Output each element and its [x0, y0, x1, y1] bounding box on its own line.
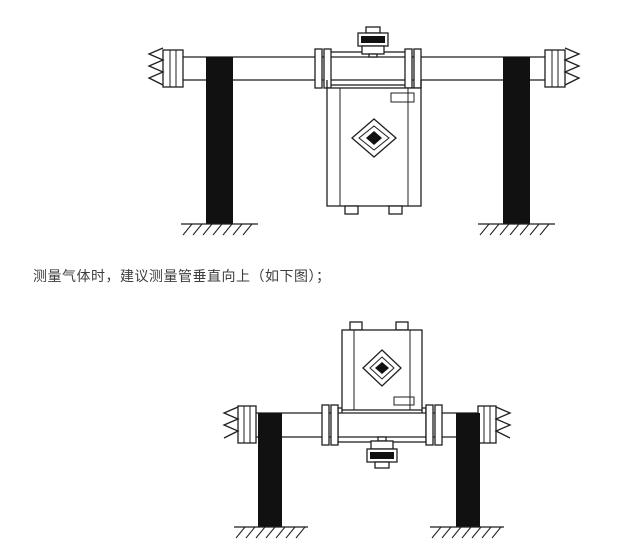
pipe	[183, 56, 545, 81]
pipe-break-symbol-left	[222, 406, 240, 439]
caption-text: 测量气体时，建议测量管垂直向上（如下图）；	[33, 269, 331, 285]
pipe-break-symbol-left	[147, 47, 165, 86]
flange-right	[404, 48, 422, 89]
flange-left	[314, 48, 332, 89]
transmitter-display	[361, 36, 385, 43]
support-column-left	[258, 413, 282, 527]
flange-right	[425, 404, 443, 446]
transmitter	[366, 436, 398, 469]
housing-foot-left	[344, 205, 359, 215]
ground-symbol-right	[478, 223, 555, 236]
nameplate	[390, 92, 415, 103]
support-column-left	[206, 57, 233, 224]
installation-diagram-tube-up	[222, 321, 512, 539]
ground-symbol-right	[430, 526, 504, 539]
pipe	[256, 412, 478, 438]
housing-foot-right	[388, 205, 403, 215]
support-column-right	[456, 413, 480, 527]
coupling-left	[162, 49, 184, 88]
sensor-housing	[341, 321, 423, 413]
installation-diagram-tube-down	[147, 26, 581, 236]
coupling-right	[477, 405, 497, 444]
ground-symbol-left	[181, 223, 258, 236]
brand-diamond-logo	[362, 349, 402, 387]
transmitter-display	[370, 452, 394, 459]
brand-diamond-logo	[351, 118, 397, 158]
coupling-left	[237, 405, 257, 444]
coupling-right	[544, 49, 566, 88]
flange-left	[321, 404, 339, 446]
sensor-housing	[326, 80, 422, 215]
support-column-right	[503, 57, 530, 224]
ground-symbol-left	[234, 526, 308, 539]
pipe-break-symbol-right	[563, 47, 581, 86]
housing-foot-left	[349, 321, 363, 331]
pipe-break-symbol-right	[494, 406, 512, 439]
housing-foot-right	[395, 321, 409, 331]
nameplate	[393, 396, 415, 406]
transmitter	[357, 26, 389, 58]
